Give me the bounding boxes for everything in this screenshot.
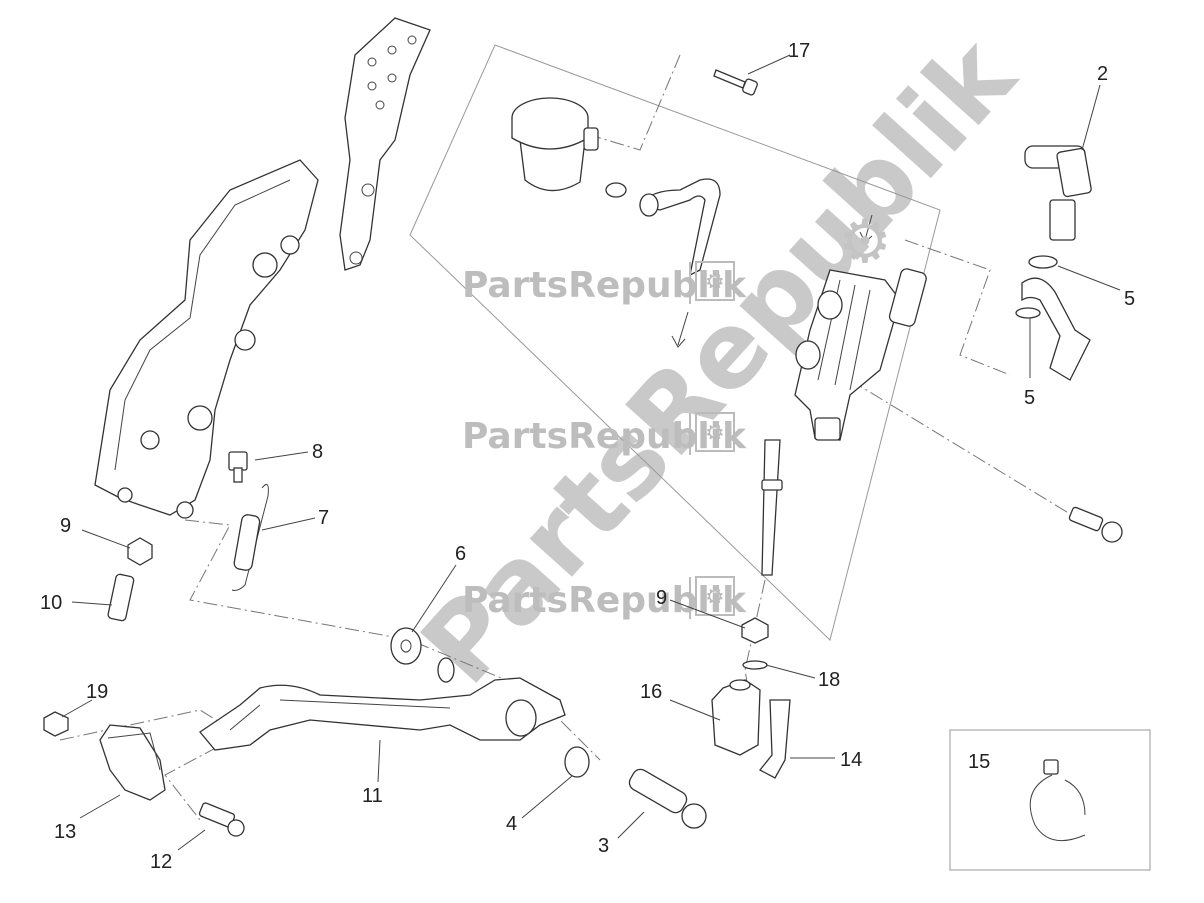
brake-pedal-lever <box>199 677 566 751</box>
banjo-fitting <box>1024 145 1092 241</box>
reservoir-bolt <box>713 69 758 96</box>
gear-icon-glyph: ⚙ <box>705 269 725 294</box>
callout-9-left: 9 <box>60 515 71 537</box>
pivot-dash-line <box>184 519 601 761</box>
washer-4 <box>564 746 590 778</box>
callout-labels: 17 2 5 5 8 7 9 10 6 9 18 16 14 15 19 11 … <box>40 40 1135 873</box>
callout-18: 18 <box>818 669 840 691</box>
callout-10: 10 <box>40 592 62 614</box>
callout-8: 8 <box>312 441 323 463</box>
hose-dash-line <box>904 239 1011 376</box>
hose-clip-15 <box>1029 759 1086 842</box>
gear-icon-glyph: ⚙ <box>705 584 725 609</box>
bolt-dash-line <box>849 379 1081 521</box>
callout-5-lower: 5 <box>1024 387 1035 409</box>
callout-13: 13 <box>54 821 76 843</box>
washer-6 <box>390 627 422 665</box>
footrest-bracket <box>94 159 319 519</box>
o-ring-18 <box>742 660 768 670</box>
nut-9-left <box>127 537 153 566</box>
callout-5-upper: 5 <box>1124 288 1135 310</box>
watermark-gear-large: ⚙ <box>838 208 892 275</box>
bolt-12 <box>198 802 245 837</box>
reservoir-dash-line <box>589 54 681 151</box>
gear-icon <box>695 261 735 301</box>
brake-master-cylinder <box>794 268 927 441</box>
gear-icon <box>695 576 735 616</box>
callout-4: 4 <box>506 813 517 835</box>
leader-lines <box>61 54 1121 851</box>
hose-elbow-fitting <box>1021 277 1091 381</box>
circlip <box>437 657 455 683</box>
pivot-pin-10 <box>107 573 135 622</box>
upper-bracket-plate <box>339 17 431 271</box>
callout-19: 19 <box>86 681 108 703</box>
callout-16: 16 <box>640 681 662 703</box>
clevis-16 <box>711 679 761 756</box>
nut-9-center <box>741 617 769 644</box>
watermark-label-2: PartsRepublik ⚙ <box>462 412 747 457</box>
clevis-pin-3 <box>628 768 707 829</box>
watermark-label-1: PartsRepublik ⚙ <box>462 261 747 306</box>
watermark-label-3: PartsRepublik ⚙ <box>462 576 747 621</box>
gear-icon-glyph: ⚙ <box>705 420 725 445</box>
foot-peg <box>99 724 166 801</box>
callout-12: 12 <box>150 851 172 873</box>
callout-3: 3 <box>598 835 609 857</box>
hose-clamp-small <box>605 182 627 198</box>
assembly-frame-master-cylinder <box>409 44 941 641</box>
arrow-markers <box>671 214 873 348</box>
push-rod <box>761 439 783 576</box>
inset-box-15 <box>949 729 1151 871</box>
spring-clip-14 <box>759 699 791 779</box>
callout-15: 15 <box>968 751 990 773</box>
gear-icon: ⚙ <box>838 208 892 275</box>
callout-2: 2 <box>1097 63 1108 85</box>
fluid-reservoir <box>511 97 599 192</box>
callout-6: 6 <box>455 543 466 565</box>
gear-icon <box>695 412 735 452</box>
return-spring <box>231 483 269 591</box>
pushrod-dash-line <box>744 579 766 701</box>
sealing-washers <box>1015 255 1058 319</box>
callout-9-center: 9 <box>656 587 667 609</box>
callout-11: 11 <box>362 785 383 807</box>
callout-17: 17 <box>788 40 810 62</box>
callout-7: 7 <box>318 507 329 529</box>
callout-14: 14 <box>840 749 862 771</box>
reservoir-hose <box>638 178 721 277</box>
footrest-dash-line <box>59 709 241 821</box>
nut-19 <box>43 711 69 737</box>
spring-bolt <box>228 451 248 483</box>
mounting-bolt-right <box>1068 506 1123 543</box>
